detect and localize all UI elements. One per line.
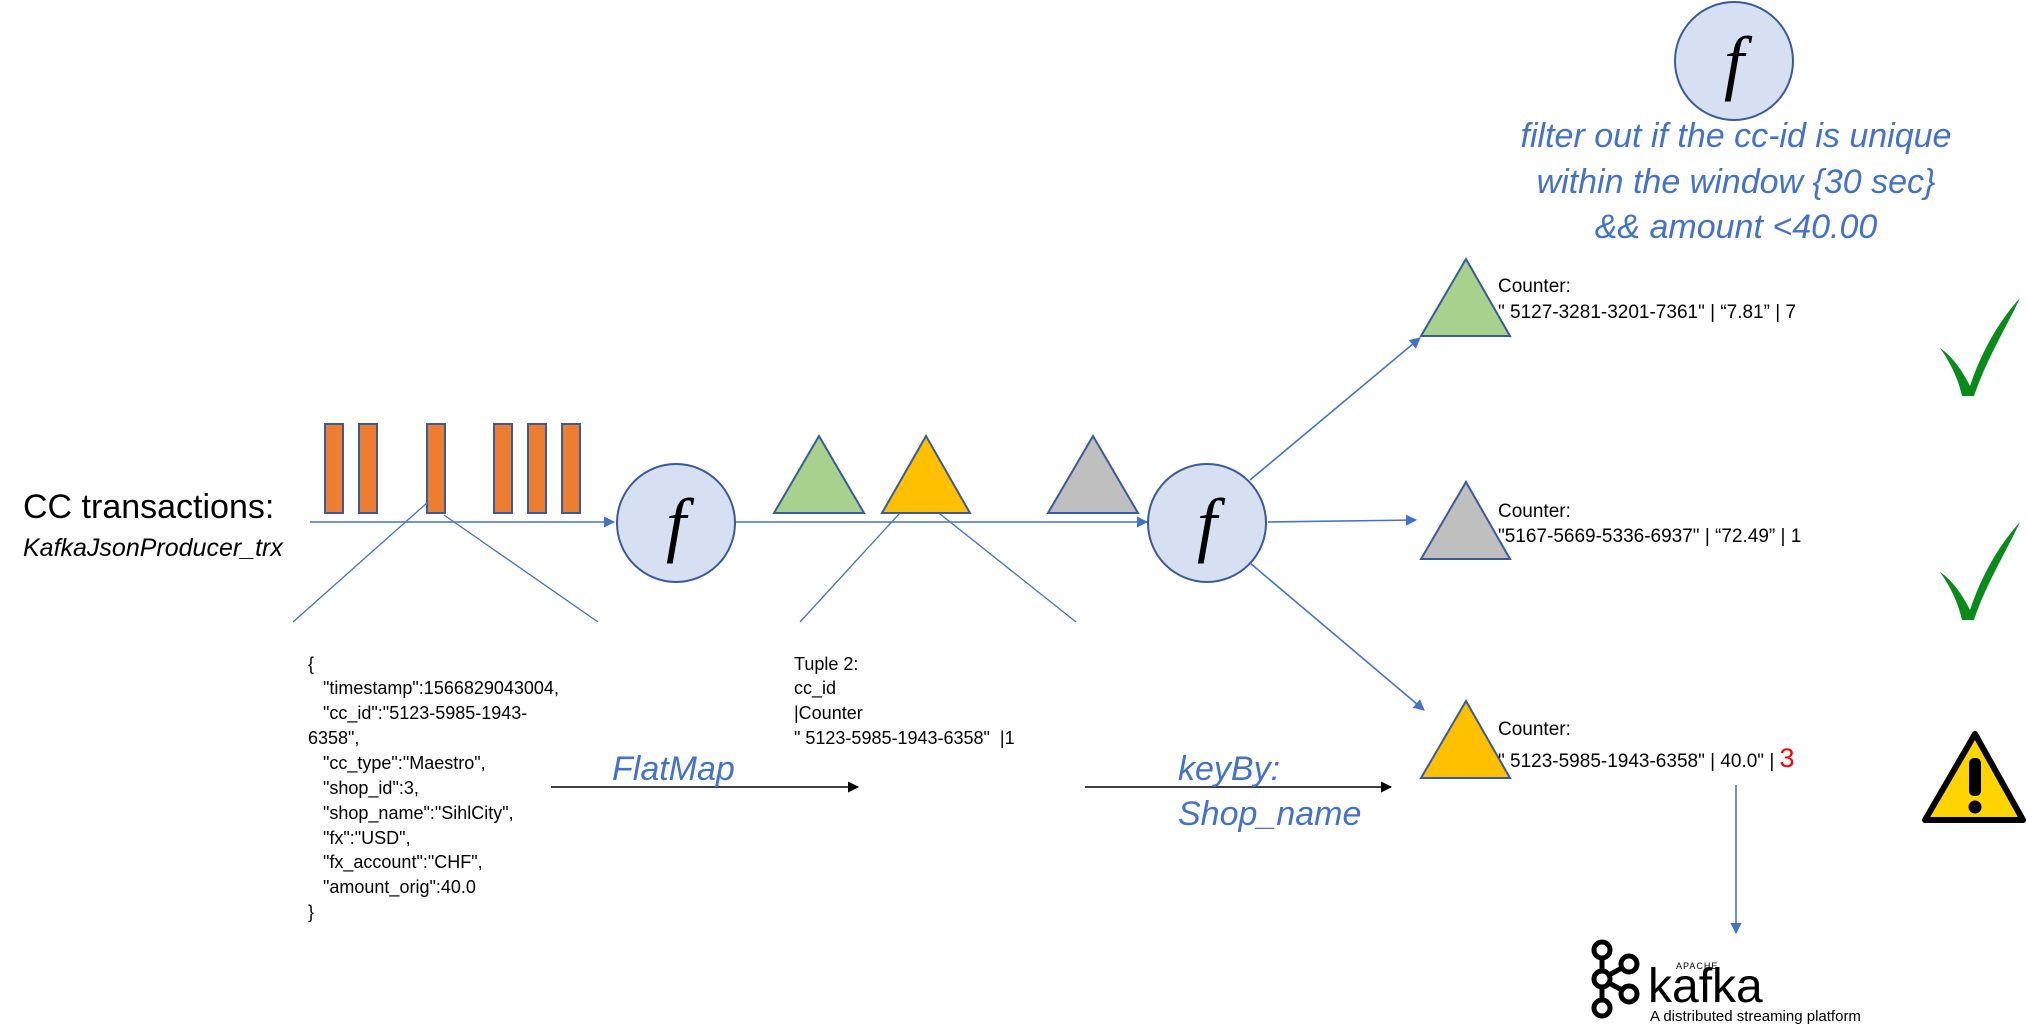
json-line: "shop_id":3, <box>308 778 419 799</box>
json-line: "fx_account":"CHF", <box>308 852 483 873</box>
check-icon <box>1940 522 2020 620</box>
json-line: } <box>308 902 314 922</box>
filter-note-line: filter out if the cc-id is unique <box>1521 117 1952 155</box>
tuple-line: |Counter <box>794 703 863 723</box>
event-bar <box>426 423 446 514</box>
event-bar <box>358 423 378 514</box>
filter-note-line: within the window {30 sec} <box>1537 163 1936 201</box>
source-subtitle: KafkaJsonProducer_trx <box>23 534 284 562</box>
source-title: CC transactions: <box>23 488 274 526</box>
tuple-line: cc_id <box>794 678 836 699</box>
flatmap-label: FlatMap <box>612 750 735 788</box>
filter-note: filter out if the cc-id is unique within… <box>1521 117 1952 246</box>
yellow-key-triangle <box>880 433 972 514</box>
json-line: "cc_id":"5123-5985-1943- <box>308 703 527 724</box>
json-line: "fx":"USD", <box>308 828 411 848</box>
flow-arrow-to-output-1 <box>1249 337 1421 481</box>
zoom-line <box>929 505 1077 623</box>
check-icon <box>1940 298 2020 396</box>
json-record: { "timestamp":1566829043004, "cc_id":"51… <box>308 654 559 922</box>
zoom-line <box>799 501 911 623</box>
event-bar <box>561 423 581 514</box>
event-bar <box>493 423 513 514</box>
event-stream <box>324 423 581 514</box>
output-triangle-yellow <box>1419 699 1512 779</box>
output-label: Counter: <box>1498 719 1571 740</box>
kafka-logo: APACHE kafka A distributed streaming pla… <box>1591 939 1861 1025</box>
keyby-label-line2: Shop_name <box>1178 795 1361 833</box>
gray-key-triangle <box>1046 434 1140 514</box>
json-line: "amount_orig":40.0 <box>308 877 476 898</box>
output-label: Counter: <box>1498 501 1571 522</box>
output-3: Counter: " 5123-5985-1943-6358" | 40.0" … <box>1498 719 1795 773</box>
keyby-label-line1: keyBy: <box>1178 750 1280 788</box>
output-1: Counter: " 5127-3281-3201-7361" | “7.81”… <box>1498 276 1796 323</box>
json-line: { <box>308 654 314 674</box>
filter-function-node: f <box>1674 1 1794 121</box>
output-triangle-gray <box>1419 480 1512 560</box>
json-line: "cc_type":"Maestro", <box>308 753 486 774</box>
zoom-line <box>443 514 599 623</box>
output-value: " 5127-3281-3201-7361" | “7.81” | 7 <box>1498 302 1796 323</box>
json-line: "shop_name":"SihlCity", <box>308 803 514 824</box>
duplicate-count: 3 <box>1780 743 1795 773</box>
json-line: 6358", <box>308 728 359 748</box>
kafka-apache-label: APACHE <box>1676 961 1718 971</box>
event-bar <box>527 423 547 514</box>
tuple-line: " 5123-5985-1943-6358" |1 <box>794 728 1015 748</box>
output-label: Counter: <box>1498 276 1571 297</box>
zoom-line <box>292 501 429 623</box>
tuple-line: Tuple 2: <box>794 654 858 674</box>
filter-note-line: && amount <40.00 <box>1595 208 1878 246</box>
keyby-function-node: f <box>1147 463 1267 583</box>
green-key-triangle <box>772 434 866 514</box>
flow-arrow-to-output-2 <box>1267 514 1418 526</box>
flow-arrow-to-output-3 <box>1249 562 1425 711</box>
json-line: "timestamp":1566829043004, <box>308 678 559 698</box>
kafka-tagline: A distributed streaming platform <box>1650 1008 1861 1025</box>
output-triangle-green <box>1419 257 1512 337</box>
kafka-logo-icon <box>1591 939 1640 1019</box>
output-value: "5167-5669-5336-6937" | “72.49” | 1 <box>1498 526 1801 547</box>
tuple-record: Tuple 2: cc_id |Counter " 5123-5985-1943… <box>794 654 1015 748</box>
warning-icon <box>1922 731 2026 823</box>
event-bar <box>324 423 344 514</box>
output-2: Counter: "5167-5669-5336-6937" | “72.49”… <box>1498 501 1801 547</box>
output-value: " 5123-5985-1943-6358" | 40.0" | 3 <box>1498 743 1795 773</box>
kafka-wordmark: kafka <box>1648 960 1763 1013</box>
flatmap-function-node: f <box>616 463 736 583</box>
